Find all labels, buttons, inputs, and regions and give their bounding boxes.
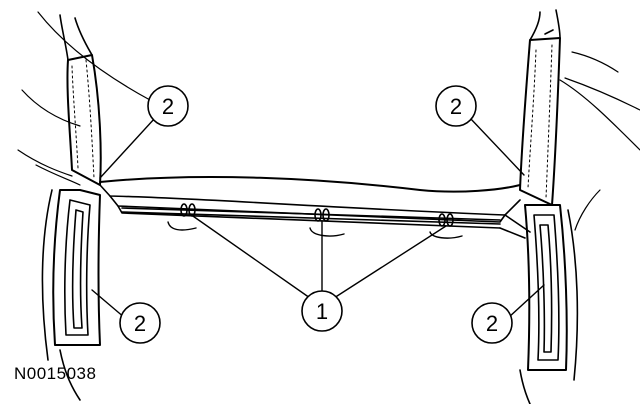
callout-top-right: 2 xyxy=(435,85,477,127)
clip-center xyxy=(314,208,330,222)
clip-right xyxy=(438,213,454,227)
callout-label: 1 xyxy=(316,299,328,324)
leader-lines xyxy=(91,117,545,319)
callout-label: 2 xyxy=(450,94,462,119)
callout-bottom-right: 2 xyxy=(471,302,513,344)
figure-id: N0015038 xyxy=(14,364,97,383)
callout-label: 2 xyxy=(486,311,498,336)
callout-label: 2 xyxy=(162,94,174,119)
callout-label: 2 xyxy=(134,311,146,336)
header-panel xyxy=(99,175,531,239)
callout-top-left: 2 xyxy=(147,85,189,127)
left-lower-trim xyxy=(41,189,101,401)
right-lower-trim xyxy=(519,204,579,404)
right-pillar-trim xyxy=(519,9,561,206)
callout-center: 1 xyxy=(301,290,343,332)
callout-bottom-left: 2 xyxy=(119,302,161,344)
left-pillar-trim xyxy=(59,14,102,186)
body-contours xyxy=(17,11,640,231)
